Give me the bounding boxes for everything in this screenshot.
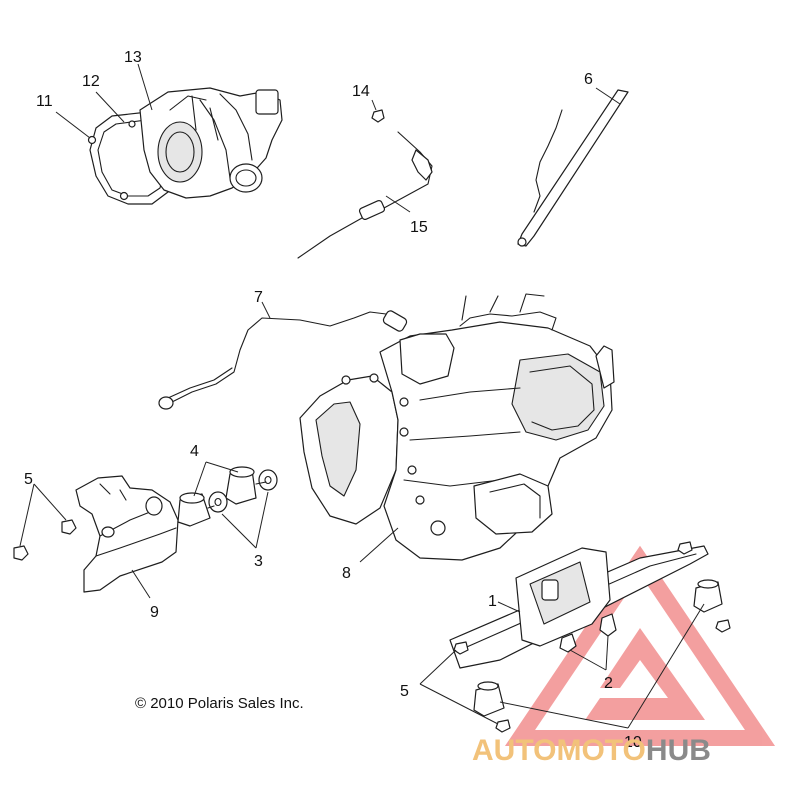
watermark-logo [504, 545, 776, 746]
nut-5b [13, 545, 29, 561]
callout-8: 8 [342, 565, 351, 582]
callout-12: 12 [82, 73, 100, 90]
callout-3: 3 [254, 553, 263, 570]
bolt-11a [87, 135, 97, 145]
callout-9: 9 [150, 604, 159, 621]
callout-11: 11 [36, 93, 53, 110]
callout-10: 10 [624, 734, 642, 751]
watermark-text-b: HUB [646, 734, 711, 767]
bolt-2a [559, 633, 577, 653]
callout-5-right: 5 [400, 683, 409, 700]
bolt-11c [128, 120, 136, 128]
dipstick-rod [533, 109, 563, 213]
watermark-triangle-g [585, 628, 705, 720]
breather-hose [167, 311, 401, 405]
callout-15: 15 [410, 219, 428, 236]
throttle-body-assembly [55, 63, 283, 205]
engine-assembly [299, 293, 615, 563]
breather-hose-assembly [158, 301, 408, 410]
dipstick-assembly [517, 87, 629, 247]
throttle-cable [297, 131, 433, 259]
callout-14: 14 [352, 83, 370, 100]
mount-bracket-assembly [13, 475, 179, 599]
copyright-text: © 2010 Polaris Sales Inc. [135, 695, 304, 712]
nut-5c [453, 641, 469, 655]
washer-3a [258, 469, 278, 491]
callout-13: 13 [124, 49, 142, 66]
callout-6: 6 [584, 71, 593, 88]
dipstick-tube [517, 89, 629, 247]
skid-mount-assembly [419, 541, 731, 733]
nut-5a [61, 519, 77, 535]
bolt-11b [119, 191, 129, 201]
callout-7: 7 [254, 289, 263, 306]
watermark-text-a: AUTOMOTO [472, 734, 646, 767]
nut-5f [715, 619, 731, 633]
throttle-cable-assembly [297, 99, 433, 259]
callout-1: 1 [488, 593, 497, 610]
watermark-wordmark: AUTOMOTOHUB [472, 734, 711, 767]
callout-4: 4 [190, 443, 199, 460]
bolt-2b [599, 613, 617, 637]
washer-3b [208, 491, 228, 513]
mount-bracket [75, 475, 179, 593]
damper-assembly [177, 461, 278, 549]
nut-5d [495, 719, 511, 733]
watermark-triangle-outer [504, 545, 776, 746]
nut-5e [677, 541, 693, 555]
cable-clip-14 [371, 109, 385, 123]
callout-2: 2 [604, 675, 613, 692]
callout-5-left: 5 [24, 471, 33, 488]
